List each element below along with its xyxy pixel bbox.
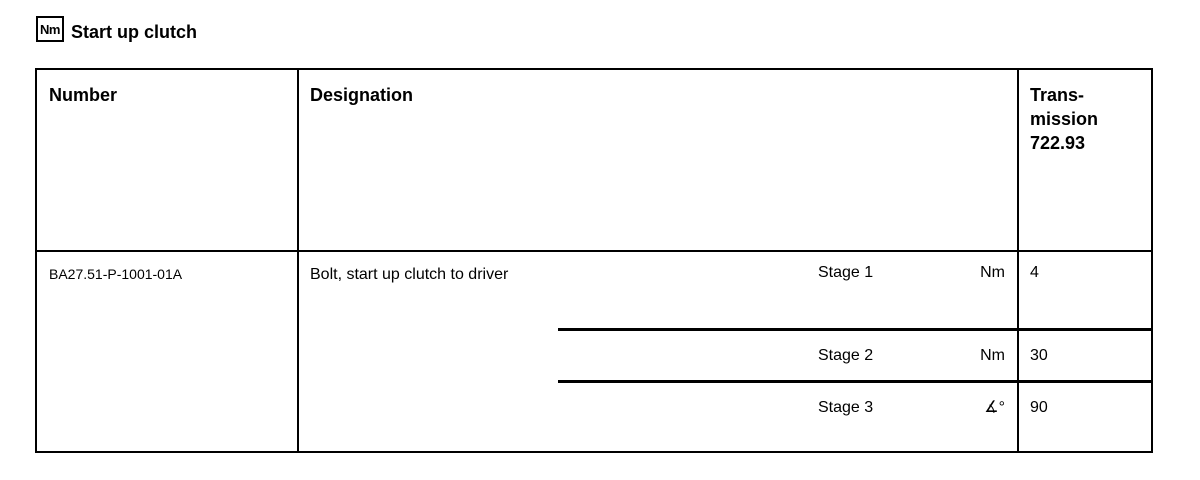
stage-2-label: Stage 2: [818, 347, 874, 364]
stage-3-label: Stage 3: [818, 399, 874, 416]
divider-designation-transmission: [1017, 70, 1019, 451]
torque-spec-table: Number Designation Trans- mission 722.93…: [35, 68, 1153, 453]
header-separator-line: [37, 250, 1151, 252]
stage-3-angle-unit: ∡°: [984, 399, 1005, 416]
column-header-number: Number: [49, 85, 118, 105]
stage-3-value: 90: [1030, 399, 1048, 416]
torque-nm-icon: Nm: [36, 16, 64, 42]
column-header-designation: Designation: [310, 85, 414, 105]
stage-1-label: Stage 1: [818, 264, 874, 281]
section-title: Start up clutch: [71, 22, 198, 42]
cell-designation: Bolt, start up clutch to driver: [310, 266, 509, 283]
stage-2-value: 30: [1030, 347, 1048, 364]
stage-2-unit: Nm: [980, 347, 1005, 364]
stage-1-unit: Nm: [980, 264, 1005, 281]
stage-1-value: 4: [1030, 264, 1039, 281]
divider-number-designation: [297, 70, 299, 451]
stage-divider-line-2: [558, 380, 1151, 383]
cell-part-number: BA27.51-P-1001-01A: [49, 266, 183, 282]
column-header-transmission: Trans- mission 722.93: [1030, 85, 1099, 153]
stage-divider-line-1: [558, 328, 1151, 331]
